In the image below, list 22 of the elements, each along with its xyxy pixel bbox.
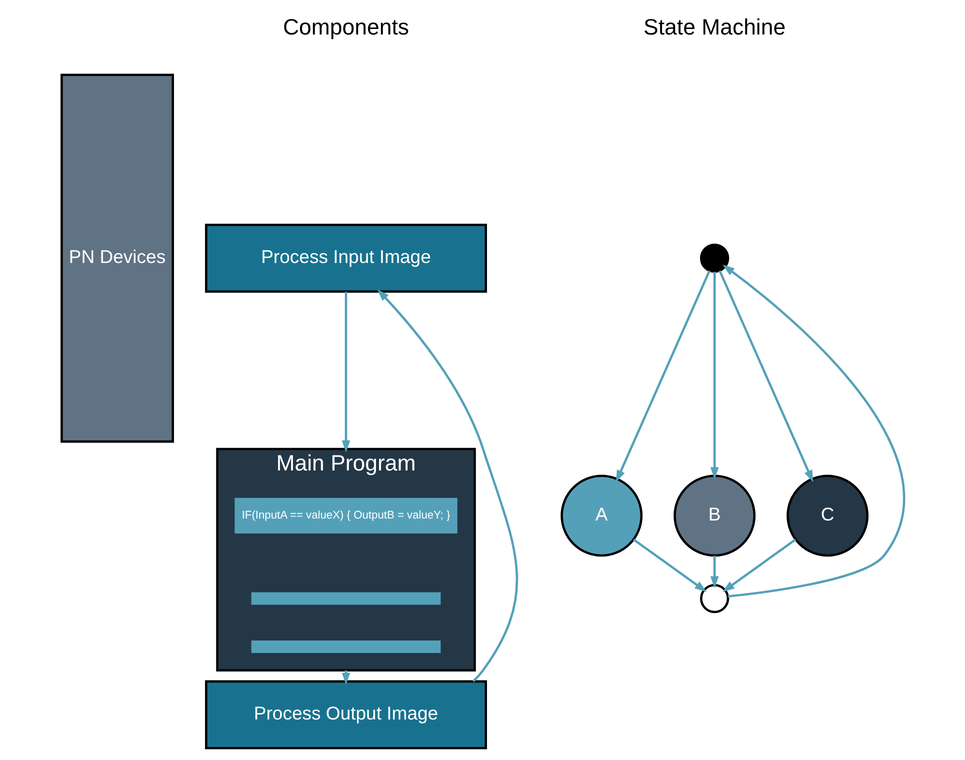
node-bar: [250, 592, 440, 605]
node-circle: [700, 584, 729, 614]
label: Components: [282, 14, 408, 40]
node-bar: [250, 640, 440, 653]
arrow: [710, 556, 718, 588]
arrow: [710, 272, 718, 480]
node-circle: B: [673, 474, 756, 557]
arrow: [718, 270, 813, 482]
node-circle: [700, 244, 729, 273]
arrow: [722, 264, 904, 598]
arrow: [632, 538, 706, 592]
node-box: Process Input Image: [204, 224, 486, 293]
node-circle: C: [786, 474, 868, 557]
node-box: IF(InputA == valueX) { OutputB = valueY; }: [234, 498, 457, 534]
node-box: Process Output Image: [204, 680, 486, 750]
arrow: [376, 289, 518, 682]
label: State Machine: [643, 14, 786, 40]
arrow: [722, 538, 796, 592]
arrow: [341, 292, 350, 452]
arrow: [615, 270, 710, 482]
node-circle: A: [560, 474, 642, 557]
node-box: PN Devices: [60, 74, 174, 443]
